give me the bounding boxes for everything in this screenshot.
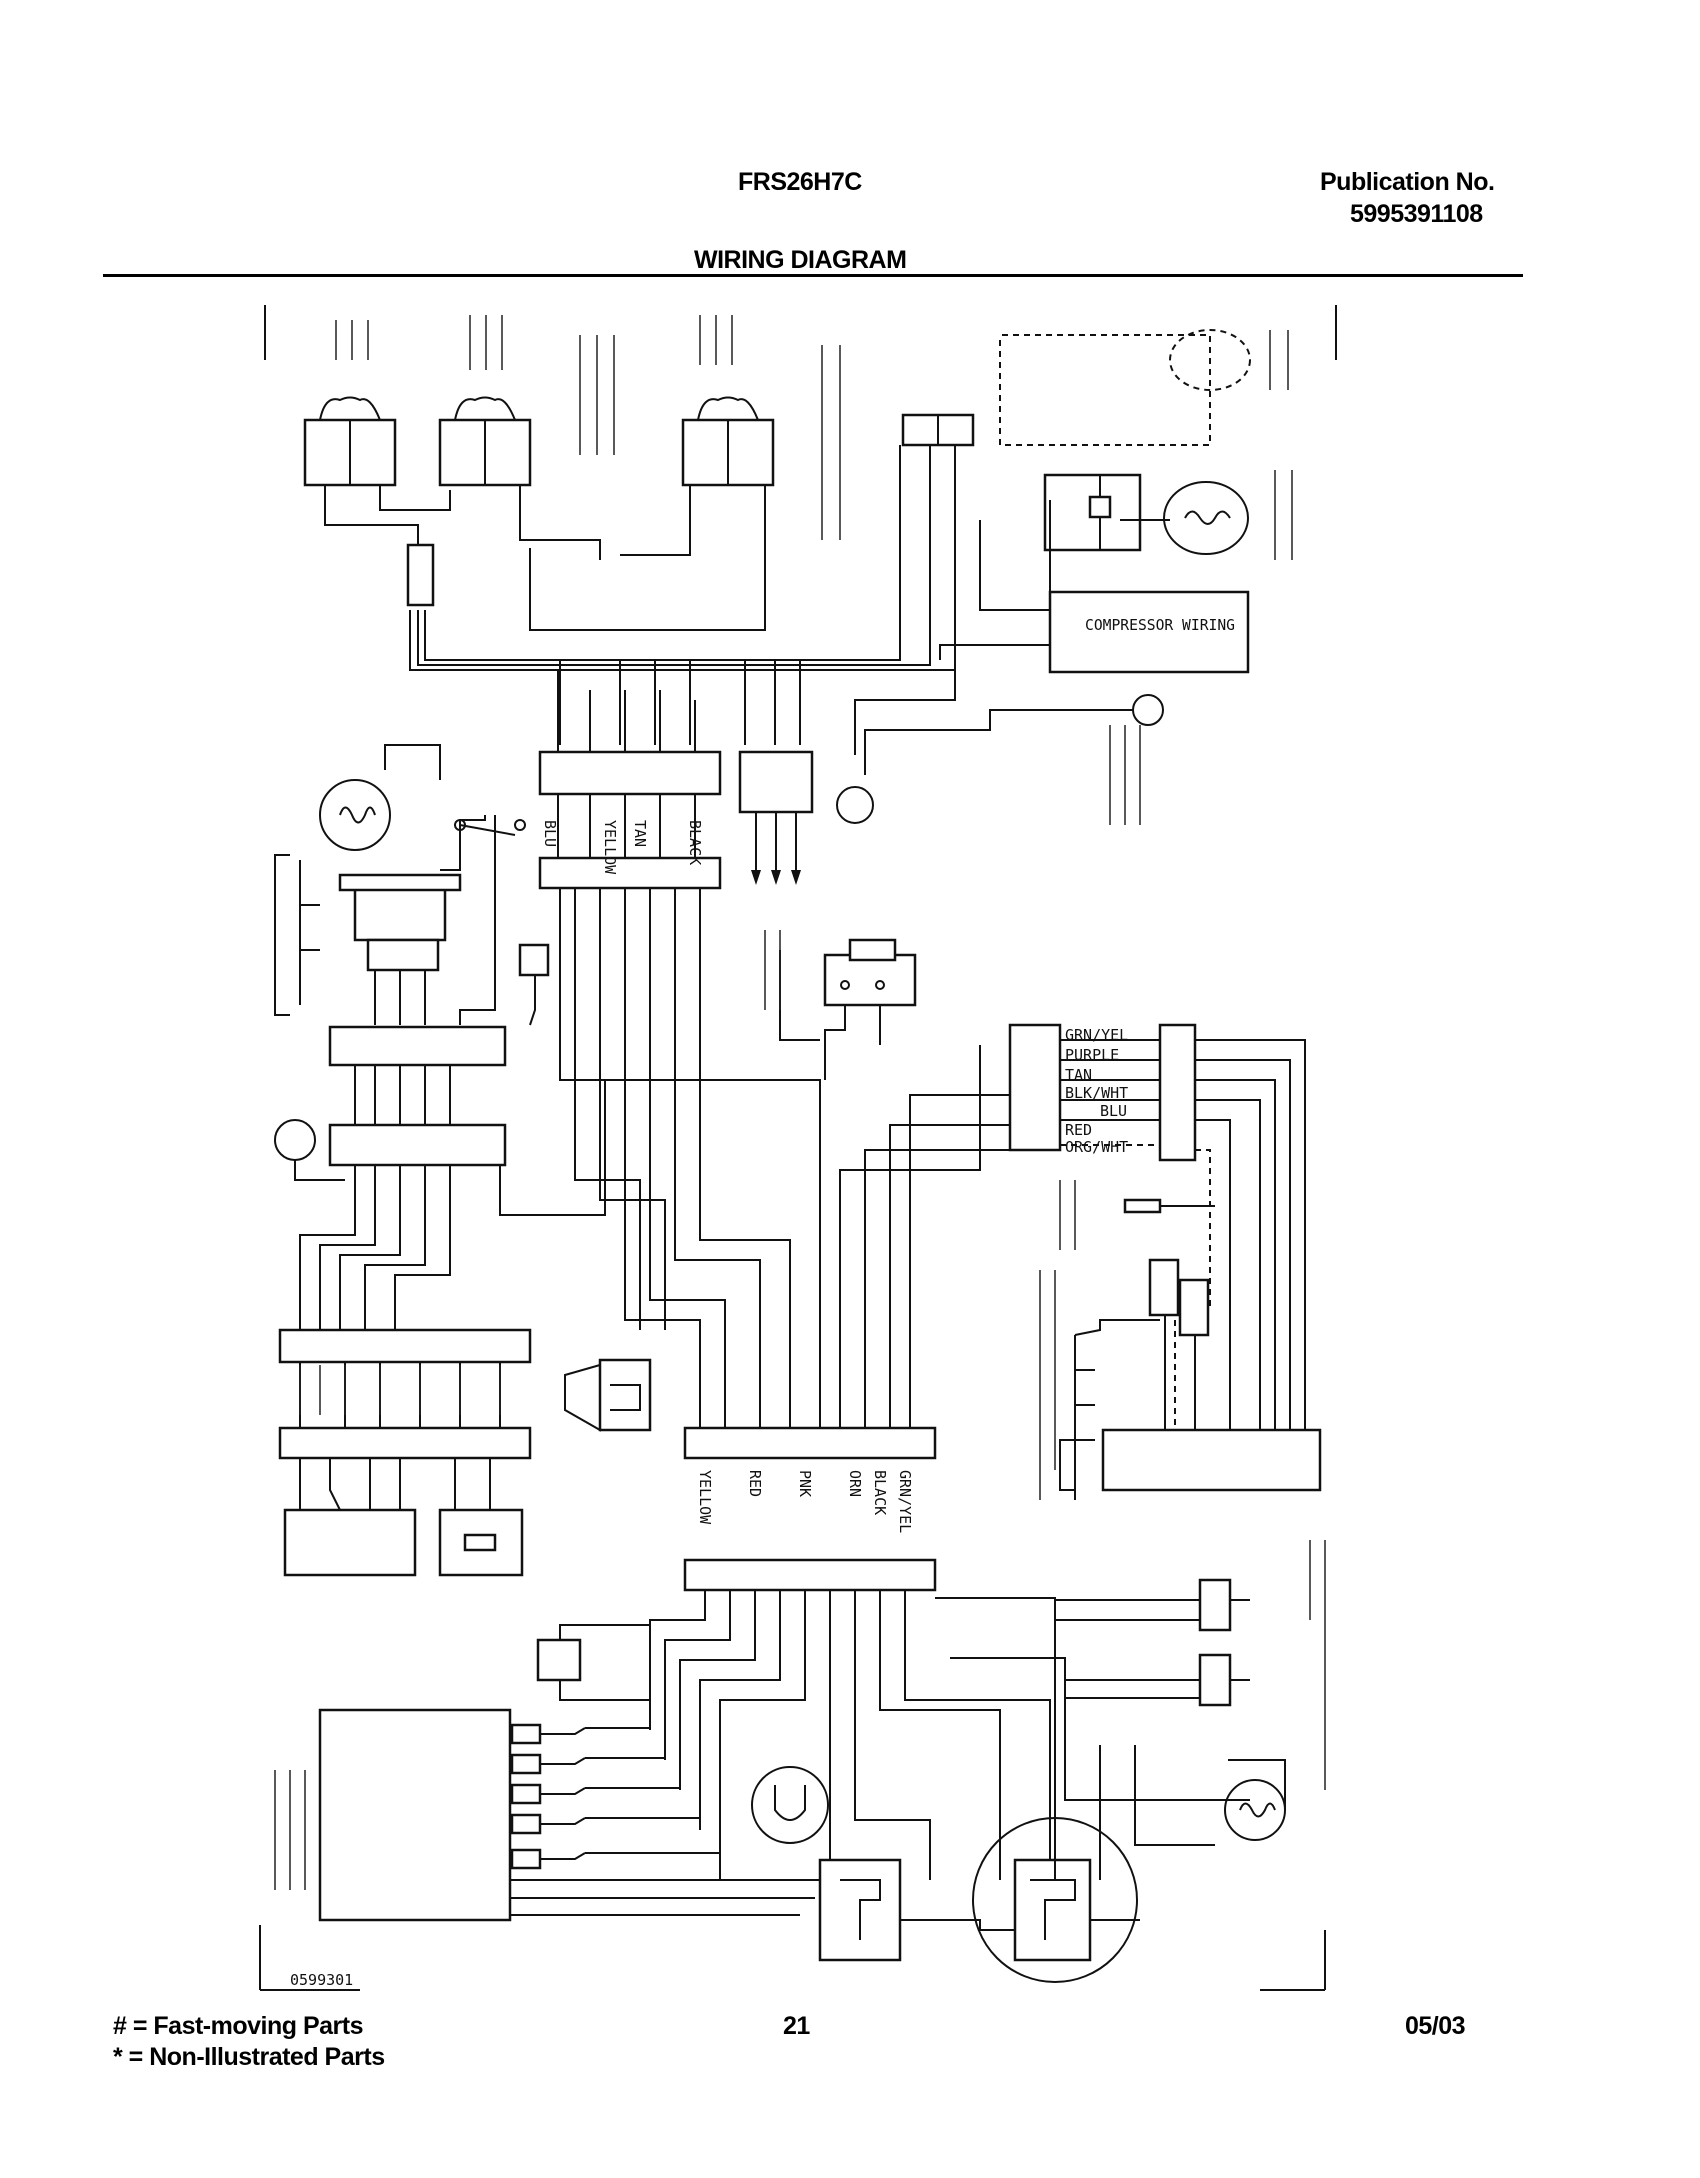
- svg-text:RED: RED: [1065, 1121, 1092, 1139]
- lower-harness-labels: GRN/YEL BLACK ORN PNK RED YELLOW: [696, 1470, 914, 1533]
- lower-harness: [649, 1426, 1051, 1881]
- svg-text:YELLOW: YELLOW: [601, 820, 619, 875]
- section-title: WIRING DIAGRAM: [694, 246, 907, 274]
- svg-text:ORN: ORN: [846, 1470, 864, 1497]
- header-rule: [103, 274, 1523, 277]
- svg-text:TAN: TAN: [1065, 1066, 1092, 1084]
- svg-text:GRN/YEL: GRN/YEL: [1065, 1026, 1128, 1044]
- upper-harness-labels: BLU YELLOW TAN BLACK: [541, 820, 704, 875]
- upper-connectors: [538, 670, 814, 890]
- svg-text:BLACK: BLACK: [871, 1470, 889, 1515]
- left-mid-harness: [278, 1328, 532, 1577]
- svg-text:TAN: TAN: [631, 820, 649, 847]
- svg-text:BLK/WHT: BLK/WHT: [1065, 1084, 1128, 1102]
- legend-fast-moving: # = Fast-moving Parts: [113, 2012, 364, 2040]
- control-board: [318, 1624, 885, 1922]
- annotation-ticks: [274, 315, 1326, 1890]
- top-harness-wires: [324, 440, 1051, 755]
- svg-text:ORG/WHT: ORG/WHT: [1065, 1138, 1128, 1156]
- svg-text:PURPLE: PURPLE: [1065, 1046, 1119, 1064]
- central-wires: [559, 888, 1011, 1428]
- svg-text:PNK: PNK: [796, 1470, 814, 1497]
- right-bottom-components: [935, 1578, 1286, 1880]
- publication-label: Publication No.: [1320, 168, 1495, 196]
- svg-text:BLACK: BLACK: [686, 820, 704, 865]
- compressor-wiring-label: COMPRESSOR WIRING: [1085, 616, 1235, 634]
- svg-text:BLU: BLU: [541, 820, 559, 847]
- top-right-components: [836, 329, 1251, 824]
- svg-text:RED: RED: [746, 1470, 764, 1497]
- svg-text:YELLOW: YELLOW: [696, 1470, 714, 1525]
- left-lamp-assembly: [274, 744, 550, 1026]
- frame-marks: [259, 305, 1337, 1991]
- left-connectors: [274, 1025, 606, 1330]
- legend-non-illustrated: * = Non-Illustrated Parts: [113, 2043, 385, 2071]
- svg-text:GRN/YEL: GRN/YEL: [896, 1470, 914, 1533]
- svg-text:BLU: BLU: [1100, 1102, 1127, 1120]
- page-number: 21: [783, 2012, 810, 2040]
- right-connector-pair: [1008, 1023, 1322, 1500]
- fan-motor: [751, 1766, 829, 1844]
- top-relays: [303, 396, 775, 487]
- publication-number: 5995391108: [1350, 200, 1483, 228]
- publication-date: 05/03: [1405, 2012, 1466, 2040]
- bottom-relays: [818, 1817, 1140, 1983]
- wire-color-labels: GRN/YEL PURPLE TAN BLK/WHT BLU RED ORG/W…: [1065, 1026, 1128, 1156]
- sheet-number: 0599301: [290, 1971, 353, 1989]
- model-number: FRS26H7C: [738, 168, 862, 196]
- door-switch: [823, 938, 917, 1080]
- fitting-component: [564, 1358, 652, 1432]
